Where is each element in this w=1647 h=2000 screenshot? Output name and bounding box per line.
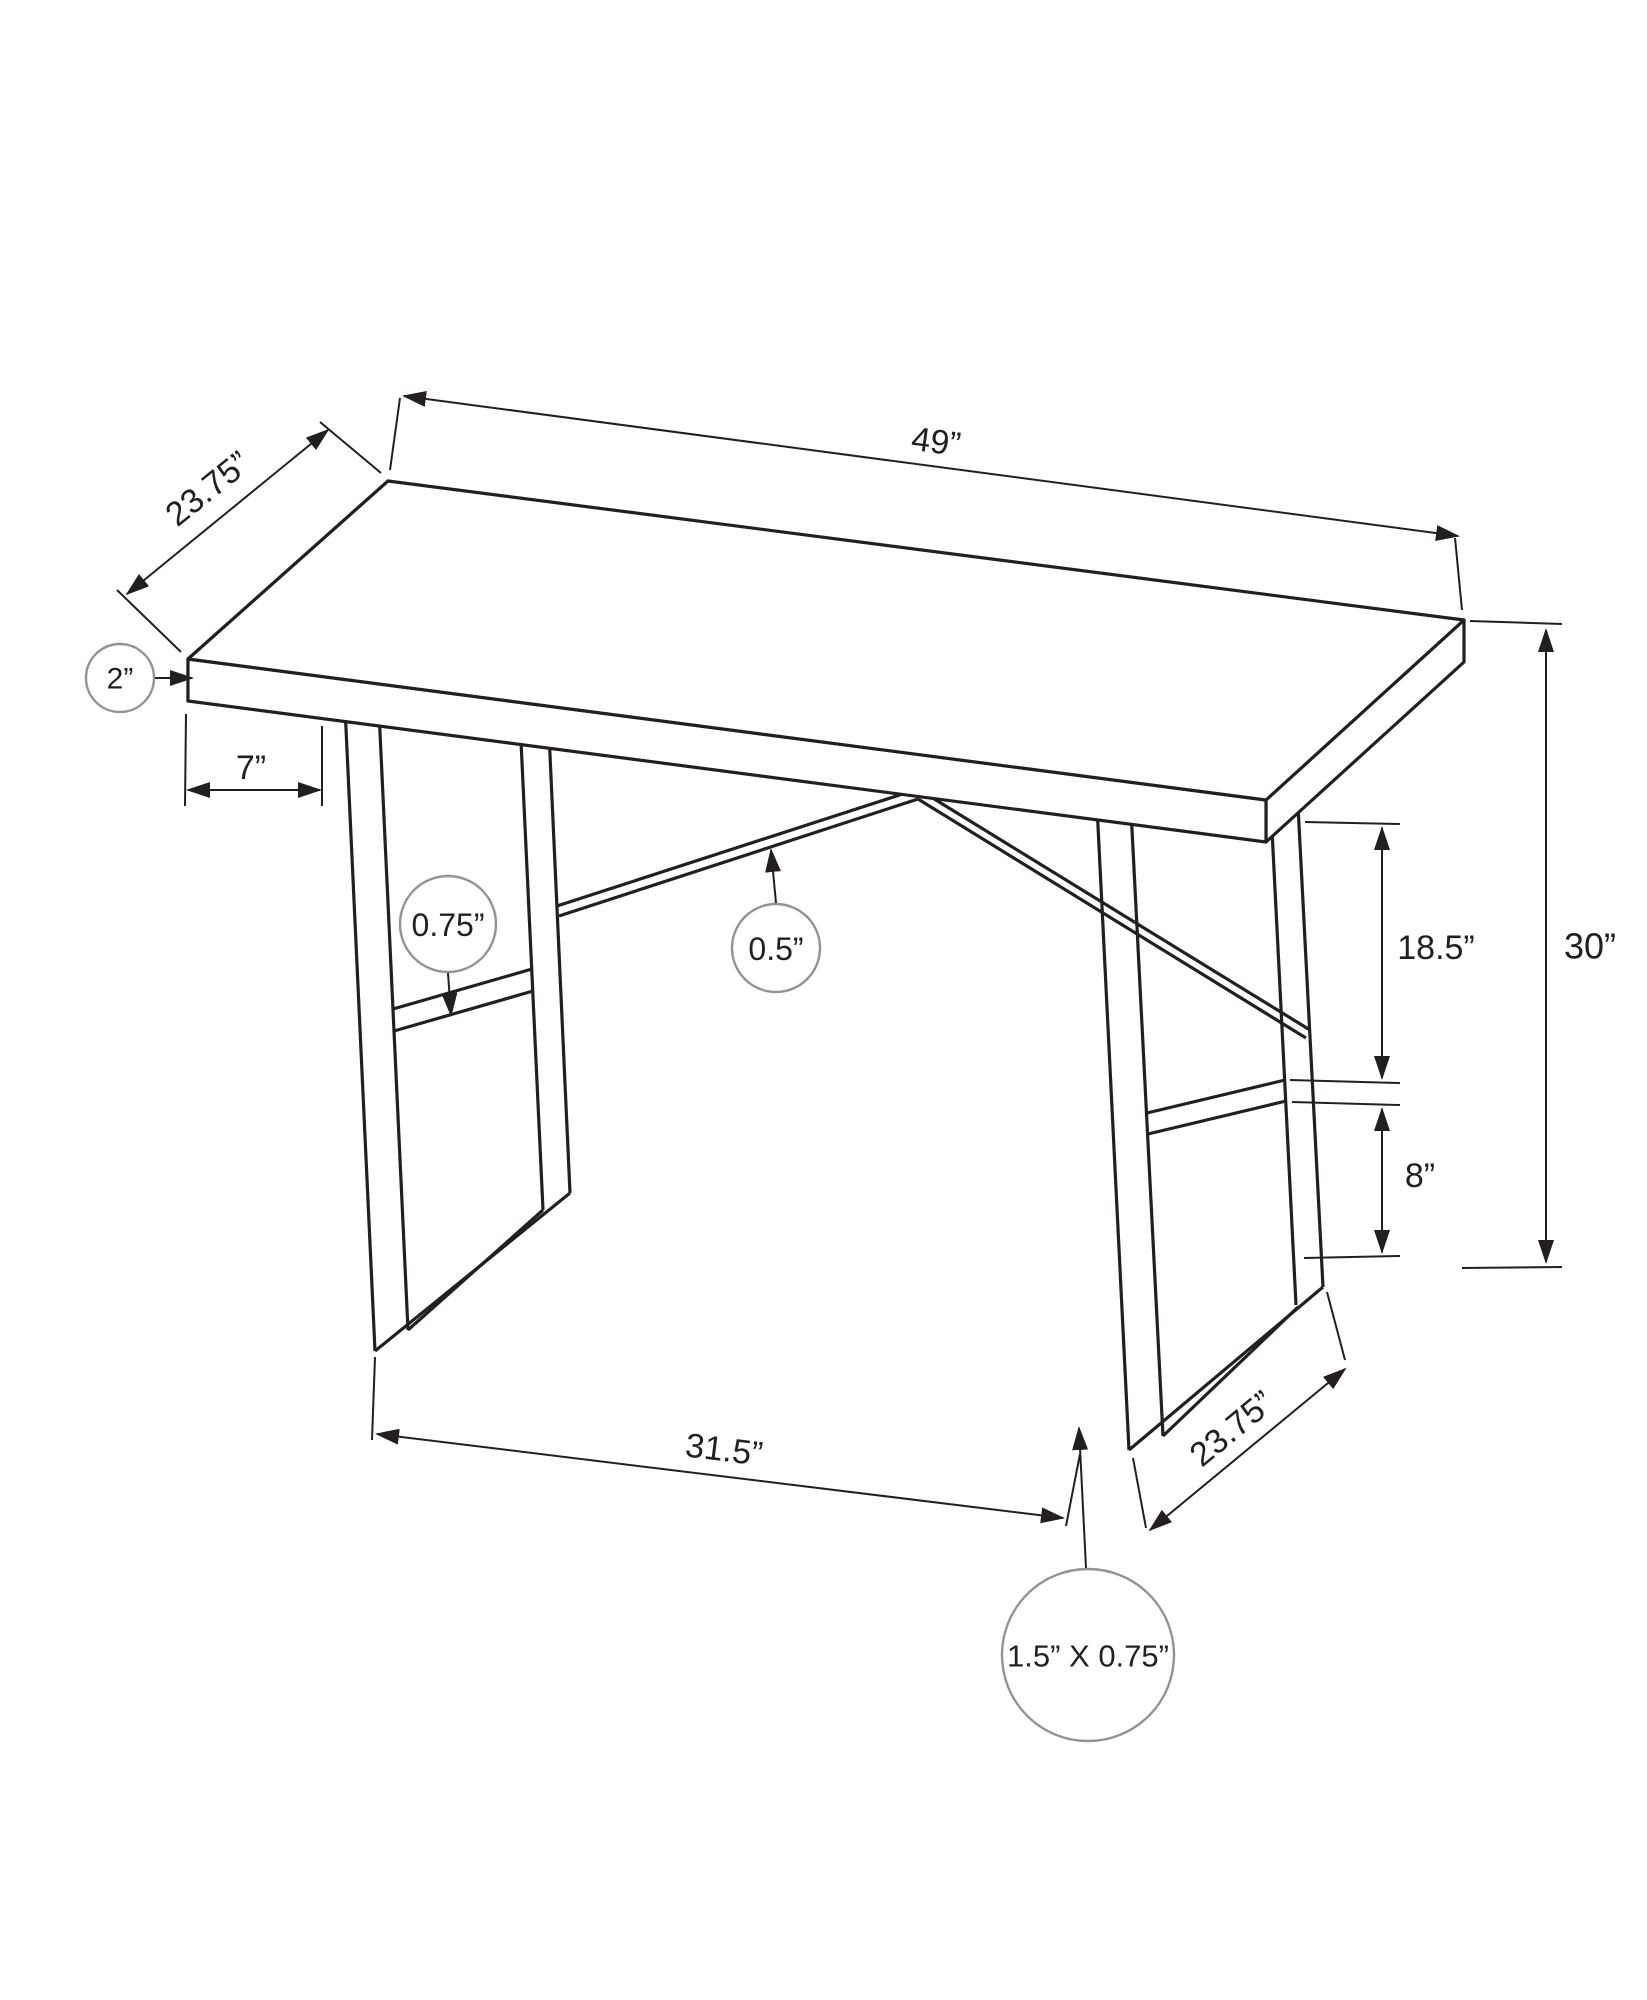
dim-label-shelf-thickness: 0.75” [412,907,485,943]
left-leg-rear-outer [547,732,572,1194]
ext-line [116,589,182,653]
ext-line [1461,1266,1563,1269]
brace-left-bottom-edge [558,797,919,918]
left-leg-front-inner [377,710,410,1331]
ext-line [1303,1255,1401,1259]
brace-left-top-edge [556,787,919,908]
callout-tube-size: 1.5” X 0.75” [1000,1426,1176,1743]
ext-line [1304,821,1401,825]
callout-circle-tube-size [1000,1567,1176,1743]
leader-tube-size [1072,1426,1089,1569]
left-leg-shelf-bottom [393,989,534,1033]
right-leg-front-outer [1095,805,1131,1451]
ext-line [184,713,187,807]
ext-line [371,1356,376,1441]
ext-line [1469,620,1563,625]
leader-brace-thickness [765,848,782,904]
ext-line [1289,1079,1401,1084]
ext-line [319,421,382,474]
dim-shelf-to-floor: 8” [1291,1101,1435,1259]
ext-line [1132,1457,1147,1529]
left-leg-runner-top [406,1208,545,1332]
dim-line-leg-depth [1148,1367,1347,1532]
brace-right-bottom-edge [917,797,1307,1040]
callout-top-thickness: 2” [84,642,194,714]
callout-circle-top-thickness [84,642,156,714]
dim-overall-height: 30” [1461,620,1616,1269]
callout-shelf-thickness: 0.75” [398,874,498,1017]
dim-label-top-width: 49” [909,420,963,464]
leader-shelf-thickness [441,972,458,1017]
cross-brace [556,787,1311,1040]
right-leg-front-inner [1129,809,1165,1437]
right-leg-shelf-bottom [1147,1099,1287,1136]
ext-line [1326,1291,1346,1361]
dim-label-brace-thickness: 0.5” [748,931,803,967]
dim-label-shelf-to-floor: 8” [1405,1157,1435,1195]
dim-label-top-depth: 23.75” [159,444,258,534]
dim-line-top-width [402,390,1460,542]
callout-circle-shelf-thickness [398,874,498,974]
dim-label-leg-span: 31.5” [683,1426,765,1473]
right-leg-rear-inner [1269,809,1298,1306]
dim-label-overhang: 7” [236,749,266,787]
dim-label-top-thickness: 2” [107,663,134,696]
dim-overhang: 7” [184,713,323,807]
right-leg-frame [1095,805,1325,1452]
left-leg-rear-inner [519,740,545,1211]
ext-line [1454,537,1463,611]
left-leg-front-outer [343,706,377,1352]
ext-line [1065,1453,1081,1527]
dim-label-shelf-from-top: 18.5” [1397,929,1475,967]
dim-label-leg-depth: 23.75” [1183,1384,1282,1475]
dim-line-top-depth [125,428,330,596]
ext-line [1291,1101,1401,1106]
left-leg-shelf-top [392,967,533,1011]
dim-leg-depth: 23.75” [1132,1291,1347,1532]
ext-line [389,397,401,471]
desk-top-surface [186,479,1466,802]
right-leg-shelf-top [1146,1078,1286,1115]
desk-top [186,479,1466,844]
right-leg-rear-outer [1296,805,1325,1288]
dim-leg-span: 31.5” [371,1356,1081,1527]
dim-line-leg-span [375,1428,1065,1524]
dim-top-width: 49” [389,390,1463,611]
left-leg-frame [343,706,572,1353]
dim-shelf-from-top: 18.5” [1289,821,1475,1084]
callout-brace-thickness: 0.5” [730,848,822,994]
brace-right-top-edge [917,787,1311,1032]
callout-circle-brace-thickness [730,902,822,994]
dim-label-tube-size: 1.5” X 0.75” [1007,1639,1169,1674]
dim-label-overall-height: 30” [1564,926,1616,967]
